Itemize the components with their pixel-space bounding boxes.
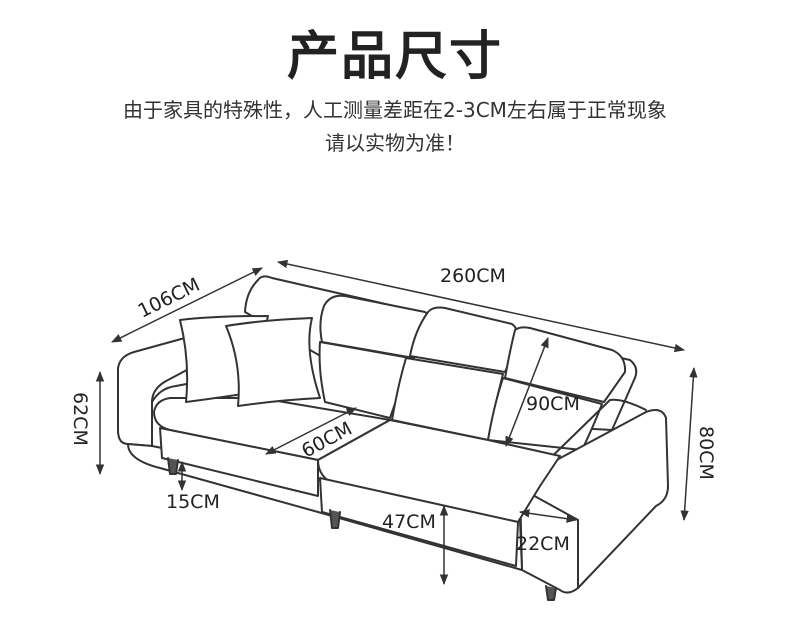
total-height-label: 80CM (695, 426, 717, 480)
seat-height-label: 47CM (382, 511, 436, 533)
sofa-leg-left (167, 457, 179, 475)
seat-depth-dimension-line (265, 407, 357, 455)
total-height-dimension-line (680, 366, 698, 522)
back-cushion-dimension-line (505, 337, 549, 447)
length-dimension-line (276, 259, 686, 353)
disclaimer-line-2: 请以实物为准！ (325, 131, 465, 155)
page-title: 产品尺寸 (286, 27, 503, 87)
back-height-label: 62CM (69, 392, 91, 446)
right-seat-cushion-front (319, 477, 519, 567)
sofa-leg-right (545, 585, 557, 601)
arm-width-dimension-line (518, 509, 578, 523)
length-label: 260CM (440, 265, 506, 287)
disclaimer-text: 由于家具的特殊性，人工测量差距在2-3CM左右属于正常现象 请以实物为准！ (40, 94, 750, 160)
depth-label: 106CM (135, 274, 204, 323)
throw-pillow-front (225, 317, 321, 407)
right-arm-top (535, 398, 647, 473)
depth-dimension-line (111, 267, 263, 343)
left-arm (117, 318, 263, 447)
right-arm-front (519, 487, 579, 589)
left-arm-inner (151, 371, 249, 403)
disclaimer-line-1: 由于家具的特殊性，人工测量差距在2-3CM左右属于正常现象 (123, 98, 667, 122)
sofa-illustration (117, 275, 669, 601)
dimension-lines (95, 259, 698, 586)
leg-height-label: 15CM (166, 491, 220, 513)
sofa-leg-middle (329, 509, 341, 529)
back-cushion-label: 90CM (526, 393, 580, 415)
arm-width-label: 22CM (516, 533, 570, 555)
